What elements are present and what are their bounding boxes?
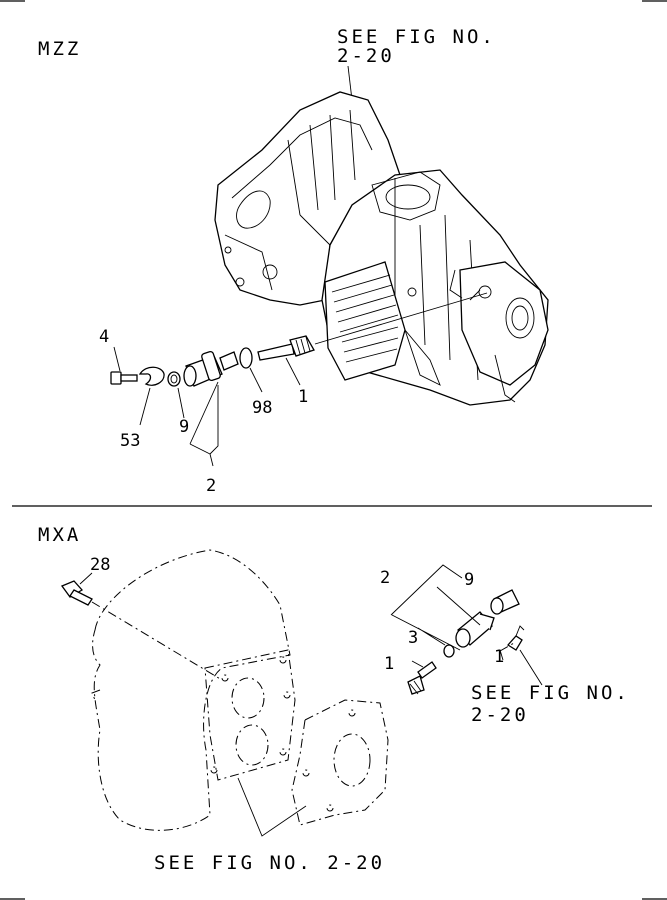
callout-mxa-9: 9 — [464, 570, 474, 590]
section-mxa: MXA — [38, 524, 630, 874]
adapter-plate-outline — [291, 699, 389, 826]
callout-mzz-1: 1 — [298, 387, 308, 407]
part-2-sleeve — [183, 350, 239, 467]
callout-mzz-9: 9 — [179, 417, 189, 437]
part-98-o-ring — [239, 347, 263, 393]
callout-mzz-98: 98 — [252, 398, 272, 418]
mxa-parts-group — [390, 564, 543, 695]
callout-mzz-2: 2 — [206, 476, 216, 496]
section-title-mxa: MXA — [38, 524, 81, 546]
fig-ref-mxa-bottom: SEE FIG NO. 2-20 — [154, 852, 385, 874]
callout-mxa-28: 28 — [90, 555, 110, 575]
fig-ref-mzz-leader — [347, 65, 353, 101]
part-53-clamp — [138, 366, 165, 426]
part-9-seal — [167, 371, 185, 419]
clutch-housing-outline — [91, 549, 296, 831]
callout-mzz-4: 4 — [99, 327, 109, 347]
part-4-bolt — [110, 346, 138, 385]
fig-ref-mxa-line1: SEE FIG NO. — [471, 682, 630, 704]
callout-mxa-2: 2 — [380, 568, 390, 588]
section-mzz: MZZ SEE FIG NO. 2-20 — [38, 26, 549, 496]
fig-ref-mzz-line1: SEE FIG NO. — [337, 26, 496, 48]
fig-ref-mzz-line2: 2-20 — [337, 45, 395, 67]
transmission-assembly — [214, 91, 549, 406]
fig-ref-mxa-line2: 2-20 — [471, 704, 529, 726]
part-28-bolt — [60, 572, 223, 681]
callout-mxa-3: 3 — [408, 628, 418, 648]
part-1-shaft — [257, 335, 315, 386]
section-title-mzz: MZZ — [38, 38, 81, 60]
callout-mxa-1-shaft: 1 — [384, 654, 394, 674]
callout-mzz-53: 53 — [120, 431, 140, 451]
callout-mxa-1-bolt: 1 — [494, 647, 504, 667]
